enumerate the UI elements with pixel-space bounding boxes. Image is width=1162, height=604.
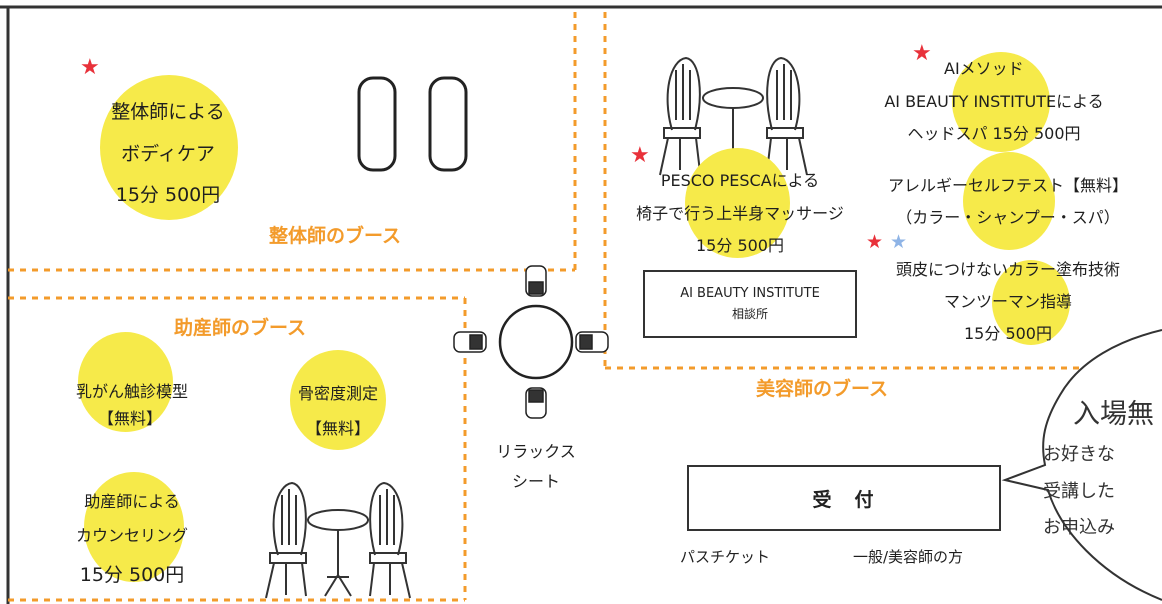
bubble-line4: お申込み [1043,517,1115,538]
star-scalp-red: ★ [866,231,884,253]
consult-box-line2: 相談所 [731,307,768,321]
highlight-nyugan [78,332,173,432]
nyugan-line2: 【無料】 [97,409,163,428]
relax-chairs [453,265,609,419]
nyugan-line1: 乳がん触診模型 [75,382,189,401]
general-visitor-label: 一般/美容師の方 [853,548,964,566]
chair-seat-1 [357,76,397,172]
counsel-line2: カウンセリング [75,526,189,545]
highlight-seitai [100,75,238,220]
cafe-set-top [659,56,808,176]
cafe-set-bottom [265,481,411,599]
star-ai-method: ★ [912,41,932,66]
kotsu-line2: 【無料】 [305,419,371,438]
star-pesco: ★ [630,143,650,168]
star-seitai: ★ [80,55,100,80]
consult-box: AI BEAUTY INSTITUTE 相談所 [643,270,857,338]
reception-box: 受 付 [687,465,1001,531]
counsel-line3: 15分 500円 [79,564,185,586]
ai-method-line1: AIメソッド [944,59,1024,78]
highlight-ai-method [952,52,1050,152]
highlight-counsel [84,472,184,582]
chair-seat-2 [428,76,468,172]
highlight-scalp [992,260,1070,345]
seitai-line3: 15分 500円 [115,184,221,206]
bubble-line3: 受講した [1043,481,1115,502]
scalp-line1: 頭皮につけないカラー塗布技術 [895,260,1121,279]
bubble-line1: 入場無 [1073,399,1154,430]
pass-ticket-label: パスチケット [680,548,771,566]
relax-line2: シート [511,472,561,491]
seitai-line2: ボディケア [121,143,215,165]
scalp-line2: マンツーマン指導 [943,292,1073,311]
booth-label-seitai: 整体師のブース [268,225,402,247]
booth-label-biyoushi: 美容師のブース [755,378,889,400]
counsel-line1: 助産師による [84,492,180,511]
relax-round-table [498,304,574,380]
allergy-line1: アレルギーセルフテスト【無料】 [887,176,1129,195]
reception-label: 受 付 [812,488,876,511]
booth-label-josanshi: 助産師のブース [173,317,307,339]
star-scalp-blue: ★ [890,231,908,253]
kotsu-line1: 骨密度測定 [297,384,379,403]
ai-method-line3: ヘッドスパ 15分 500円 [907,124,1081,143]
consult-box-line1: AI BEAUTY INSTITUTE [680,286,820,301]
highlight-allergy [963,152,1055,250]
bubble-line2: お好きな [1043,444,1115,465]
seitai-line1: 整体師による [111,101,225,123]
speech-bubble-outline [1001,329,1162,601]
allergy-line2: （カラー・シャンプー・スパ） [896,208,1120,227]
relax-line1: リラックス [496,442,576,461]
highlight-pesco [685,148,790,258]
highlight-kotsu [290,350,386,450]
pesco-line1: PESCO PESCAによる [660,171,820,190]
pesco-line2: 椅子で行う上半身マッサージ [636,204,844,223]
scalp-line3: 15分 500円 [964,324,1052,343]
ai-method-line2: AI BEAUTY INSTITUTEによる [884,92,1104,111]
pesco-line3: 15分 500円 [696,236,784,255]
